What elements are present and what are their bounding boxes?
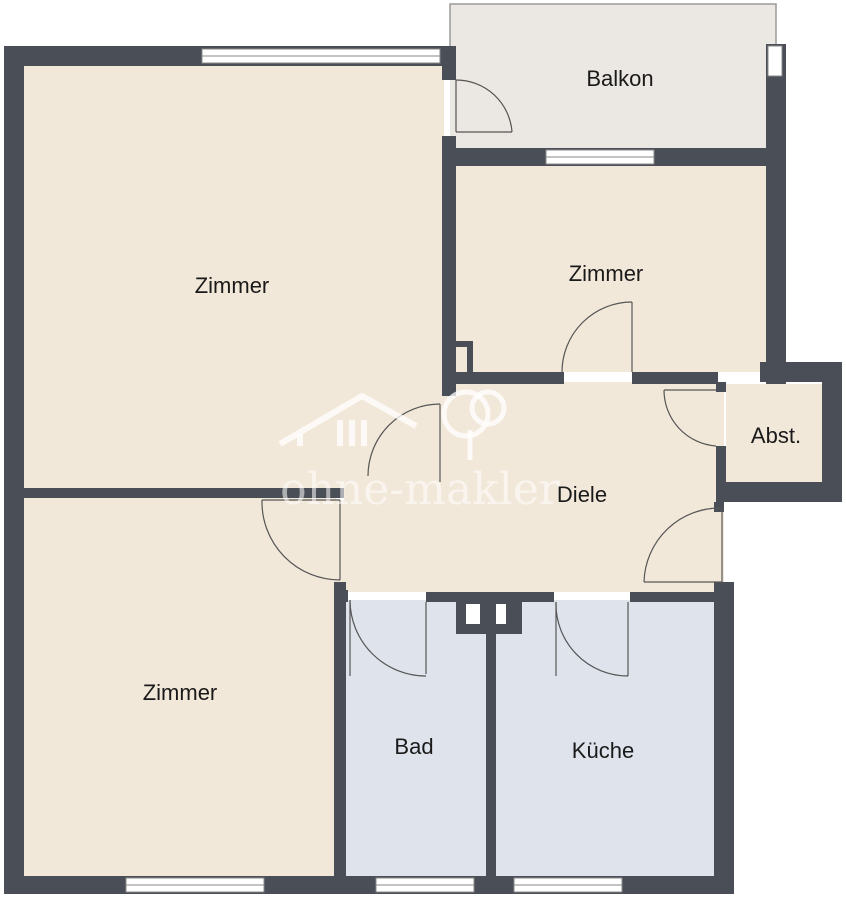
door-abst xyxy=(663,389,717,447)
label-zimmer-top-left: Zimmer xyxy=(195,273,270,298)
door-entrance xyxy=(643,507,723,583)
floor-zimmer-bottom-left xyxy=(24,498,336,876)
floor-diele-left xyxy=(336,500,346,592)
door-balkon xyxy=(455,79,513,133)
door-zimmer-top-left xyxy=(367,403,441,482)
floor-abst xyxy=(726,384,822,482)
floor-zimmer-top-right xyxy=(456,166,766,372)
floor-balkon xyxy=(450,4,776,150)
door-zimmer-top-right xyxy=(561,301,633,373)
floor-kueche xyxy=(496,600,716,876)
window-balkon-right xyxy=(767,45,783,77)
label-zimmer-bottom-left: Zimmer xyxy=(143,680,218,705)
label-abst: Abst. xyxy=(751,423,801,448)
label-kueche: Küche xyxy=(572,738,634,763)
watermark-tree-icon xyxy=(441,389,507,460)
windows xyxy=(125,45,783,893)
door-kueche xyxy=(555,601,629,677)
door-bad xyxy=(349,599,427,677)
watermark-house-icon xyxy=(278,393,418,447)
floor-diele xyxy=(338,382,724,592)
label-zimmer-top-right: Zimmer xyxy=(569,261,644,286)
watermark: ohne-makler xyxy=(278,389,561,515)
door-zimmer-bottom-left xyxy=(261,499,341,581)
watermark-text: ohne-makler xyxy=(280,464,561,515)
label-diele: Diele xyxy=(557,482,607,507)
doors xyxy=(261,79,723,677)
label-balkon: Balkon xyxy=(586,66,653,91)
floor-bad xyxy=(344,600,486,876)
balkon-outline xyxy=(449,3,777,48)
label-bad: Bad xyxy=(394,734,433,759)
walls xyxy=(4,44,842,894)
